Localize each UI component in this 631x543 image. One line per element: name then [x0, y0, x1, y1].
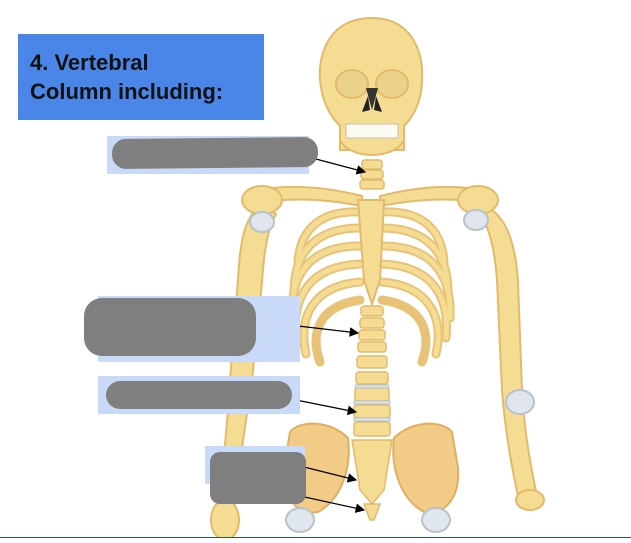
clavicles	[241, 185, 499, 233]
title-line-1: 4. Vertebral	[30, 50, 149, 75]
arrow-sacrum	[299, 465, 358, 483]
right-arm	[469, 204, 545, 511]
pelvis	[282, 422, 460, 533]
title-line-2: Column including:	[30, 79, 224, 104]
arrow-thoracic	[297, 325, 360, 337]
sternum	[356, 199, 386, 308]
redaction-thoracic	[84, 298, 256, 356]
redaction-cervical	[111, 136, 319, 170]
arrow-coccyx	[299, 495, 366, 513]
skull	[318, 16, 424, 156]
redaction-lumbar	[106, 381, 292, 409]
arrow-lumbar	[295, 399, 358, 416]
redaction-sacrum-coccyx	[210, 452, 306, 504]
bottom-divider	[0, 537, 631, 543]
title-box: 4. Vertebral Column including:	[18, 34, 264, 120]
arrow-cervical	[311, 157, 367, 175]
pointer-arrows	[295, 157, 367, 513]
